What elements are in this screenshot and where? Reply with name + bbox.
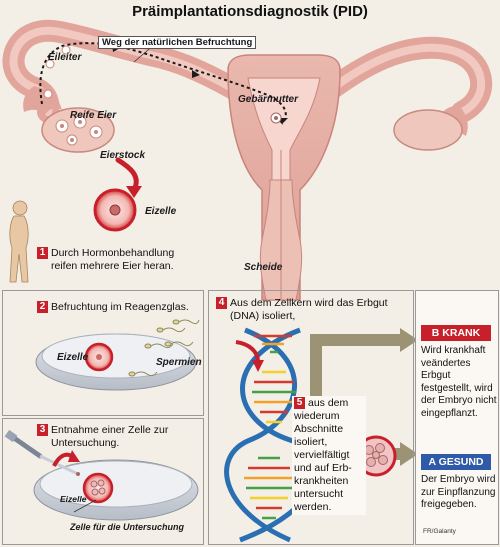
- krank-text: Wird krankhaft veändertes Erbgut festges…: [421, 345, 500, 420]
- gesund-line0: Der Embryo wird: [421, 474, 496, 485]
- label-eizelle-biopsy: Eizelle: [60, 494, 87, 504]
- petri-dish-fertilization: [35, 319, 200, 391]
- krank-line3: der Embryo nicht: [421, 395, 497, 406]
- step-5-line6: krankheiten: [294, 475, 349, 487]
- label-eizelle-dish: Eizelle: [57, 352, 89, 363]
- gesund-badge: A GESUND: [421, 454, 491, 470]
- krank-line1: veändertes Erbgut: [421, 357, 471, 382]
- step-5-number: 5: [294, 397, 305, 409]
- woman-silhouette: [9, 200, 29, 283]
- credit: FR/Galanty: [423, 528, 456, 535]
- ovary-to-egg-arrow: [115, 157, 139, 193]
- krank-badge: B KRANK: [421, 325, 491, 341]
- step-1-line1: Durch Hormonbehandlung: [51, 247, 175, 259]
- step-5-line0: aus dem: [308, 397, 349, 409]
- step-3-line1: Entnahme einer Zelle zur: [51, 424, 169, 436]
- step-1-line2: reifen mehrere Eier heran.: [51, 260, 174, 272]
- arrow-to-krank: [310, 334, 402, 412]
- step-5-line1: wiederum: [294, 410, 340, 422]
- left-ovary: [41, 107, 115, 153]
- step-4-number: 4: [216, 297, 227, 309]
- step-5-line4: vervielfältigt: [294, 449, 350, 461]
- label-spermien: Spermien: [156, 357, 202, 368]
- label-weg-befruchtung: Weg der natürlichen Befruchtung: [98, 36, 257, 49]
- label-eileiter: Eileiter: [48, 52, 82, 63]
- dna-double-helix: [224, 327, 320, 543]
- krank-line4: eingepflanzt.: [421, 407, 478, 419]
- label-eizelle-top: Eizelle: [145, 206, 177, 217]
- krank-line0: Wird krankhaft: [421, 345, 486, 356]
- step-2-line1: Befruchtung im Reagenzglas.: [51, 301, 189, 313]
- step-4-line2: (DNA) isoliert,: [230, 310, 296, 322]
- step-5-line2: Abschnitte: [294, 423, 344, 435]
- gesund-line1: zur Einpflanzung: [421, 486, 496, 498]
- label-gebaermutter: Gebärmutter: [238, 94, 299, 105]
- step-4-line1: Aus dem Zellkern wird das Erbgut: [230, 297, 388, 309]
- step-3-number: 3: [37, 424, 48, 436]
- label-scheide: Scheide: [244, 262, 283, 273]
- fertilization-path: [39, 42, 287, 125]
- panel-biopsy: [2, 418, 204, 545]
- step-5-line3: isoliert,: [294, 436, 328, 448]
- step-5-line8: werden.: [294, 501, 332, 513]
- panel-dna: [208, 290, 414, 545]
- step-5-line7: untersucht: [294, 488, 344, 500]
- krank-line2: festgestellt, wird: [421, 382, 493, 394]
- step-5-line5: und auf Erb-: [294, 462, 352, 474]
- gesund-text: Der Embryo wird zur Einpflanzung freigeg…: [421, 474, 496, 512]
- label-zelle-untersuchung: Zelle für die Untersuchung: [70, 522, 185, 532]
- petri-dish-biopsy: [4, 429, 199, 521]
- right-ovary: [393, 109, 463, 151]
- step-2-number: 2: [37, 301, 48, 313]
- page-title: Präimplantationsdiagnostik (PID): [132, 3, 368, 20]
- step-1-number: 1: [37, 247, 48, 259]
- panel-fertilization: [2, 290, 204, 416]
- step-3-line2: Untersuchung.: [51, 437, 120, 449]
- right-fallopian-tube: [319, 36, 493, 123]
- gesund-line2: freigegeben.: [421, 499, 477, 510]
- uterus-illustration: [2, 19, 493, 301]
- label-eierstock: Eierstock: [100, 150, 146, 161]
- label-reife-eier: Reife Eier: [70, 110, 117, 121]
